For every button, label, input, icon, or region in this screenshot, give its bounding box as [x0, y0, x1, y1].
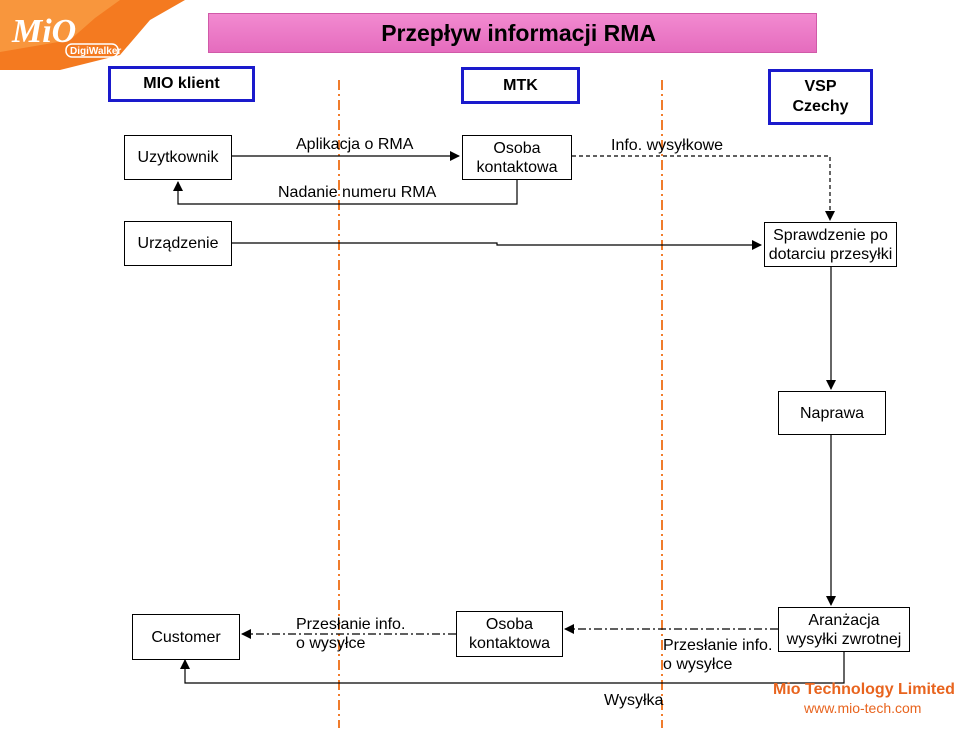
node-osoba-bottom-line1: Osoba — [485, 616, 534, 633]
node-osoba-kontaktowa-bottom: Osoba kontaktowa — [456, 611, 563, 657]
page-title-text: Przepływ informacji RMA — [381, 19, 656, 46]
lane-header-vsp-line2: Czechy — [792, 98, 849, 115]
logo-sub-text: DigiWalker — [70, 46, 121, 57]
label-info-wysylkowe: Info. wysyłkowe — [611, 137, 724, 154]
node-uzytkownik: Uzytkownik — [124, 135, 232, 180]
label-przeslanie-left: Przesłanie info. o wysyłce — [296, 615, 405, 653]
label-przeslanie-left-line1: Przesłanie info. — [296, 616, 406, 633]
node-sprawdzenie-line2: dotarciu przesyłki — [768, 245, 893, 263]
label-aplikacja: Aplikacja o RMA — [296, 136, 414, 153]
label-przeslanie-right-line1: Przesłanie info. — [663, 637, 773, 654]
node-osoba-top-line2: kontaktowa — [476, 158, 558, 176]
node-osoba-kontaktowa-top: Osoba kontaktowa — [462, 135, 572, 180]
lane-header-mtk: MTK — [461, 67, 580, 104]
node-aranzacja-line1: Aranżacja — [808, 611, 880, 629]
lane-header-client: MIO klient — [108, 66, 255, 102]
edge-urzadzenie — [232, 240, 762, 250]
lane-header-vsp-line1: VSP — [804, 78, 837, 95]
mio-logo: MiO DigiWalker — [0, 0, 200, 70]
edge-wysylka — [180, 652, 845, 684]
edge-info-wysylkowe — [572, 155, 835, 221]
lane-header-mtk-label: MTK — [503, 76, 538, 94]
node-osoba-top-line1: Osoba — [493, 139, 541, 157]
node-customer: Customer — [132, 614, 240, 660]
edge-nadanie — [173, 180, 518, 205]
node-sprawdzenie-line1: Sprawdzenie po — [773, 226, 888, 244]
footer-company: Mio Technology Limited — [773, 681, 955, 698]
footer-url: www.mio-tech.com — [804, 700, 922, 716]
label-przeslanie-left-line2: o wysyłce — [296, 635, 366, 652]
lane-header-vsp: VSP Czechy — [768, 69, 873, 125]
node-osoba-bottom-line2: kontaktowa — [469, 635, 550, 652]
label-nadanie: Nadanie numeru RMA — [278, 184, 437, 201]
node-aranzacja-line2: wysyłki zwrotnej — [786, 630, 902, 648]
node-urzadzenie-label: Urządzenie — [137, 235, 219, 252]
node-sprawdzenie: Sprawdzenie po dotarciu przesyłki — [764, 222, 897, 267]
label-przeslanie-right: Przesłanie info. o wysyłce — [663, 636, 772, 674]
node-customer-label: Customer — [151, 628, 221, 646]
node-naprawa: Naprawa — [778, 391, 886, 435]
lane-header-client-label: MIO klient — [143, 75, 220, 92]
logo-graphic: MiO DigiWalker — [0, 0, 185, 70]
node-urzadzenie: Urządzenie — [124, 221, 232, 266]
logo-brand-text: MiO — [11, 13, 76, 50]
node-uzytkownik-label: Uzytkownik — [137, 149, 219, 166]
node-aranzacja: Aranżacja wysyłki zwrotnej — [778, 607, 910, 652]
node-naprawa-label: Naprawa — [799, 404, 865, 422]
page-title: Przepływ informacji RMA — [208, 13, 817, 53]
label-przeslanie-right-line2: o wysyłce — [663, 656, 733, 673]
label-wysylka: Wysyłka — [604, 692, 664, 709]
